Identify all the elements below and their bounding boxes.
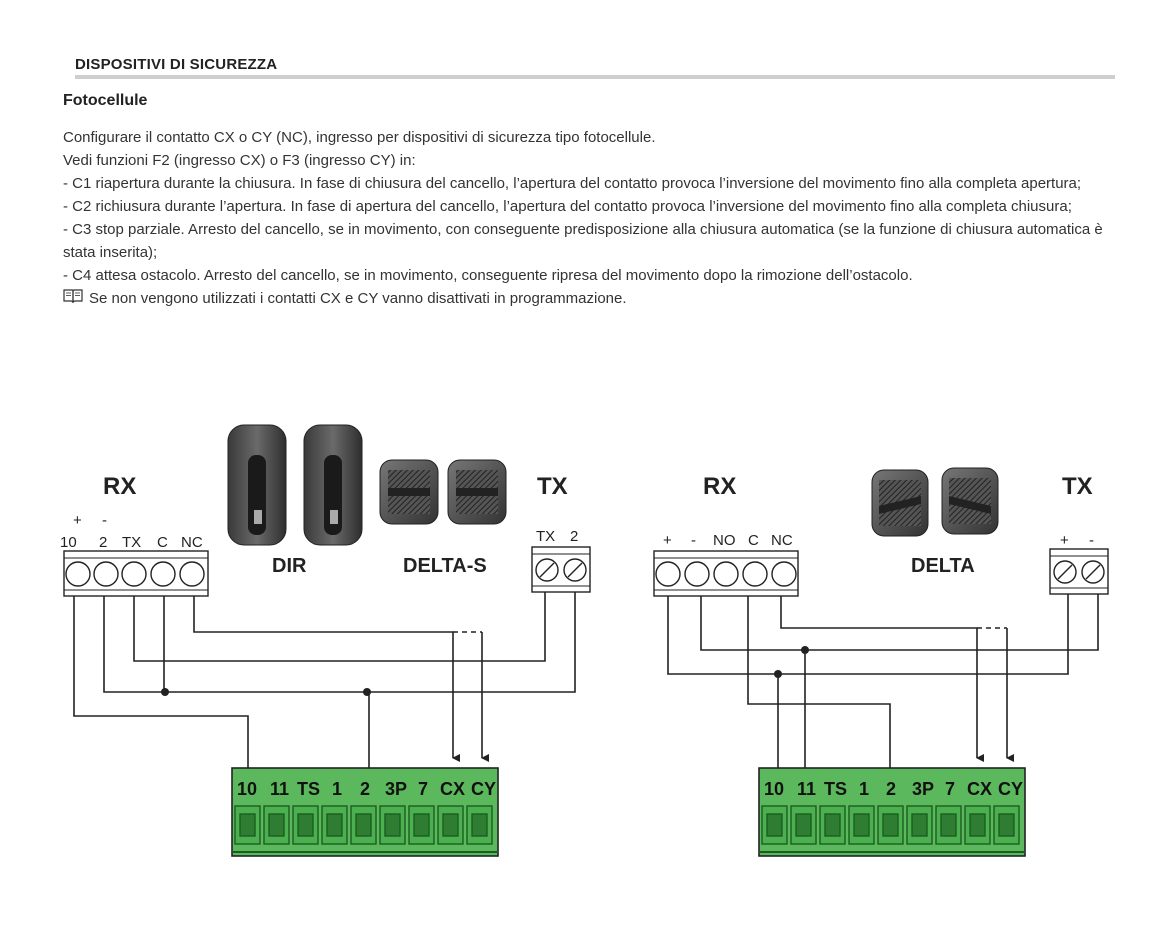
right-board-term-cx: CX xyxy=(967,779,992,799)
right-board-term-1: 1 xyxy=(859,779,869,799)
left-board-term-10: 10 xyxy=(237,779,257,799)
left-board-term-7: 7 xyxy=(418,779,428,799)
text-line-2: Vedi funzioni F2 (ingresso CX) o F3 (ing… xyxy=(63,152,416,169)
right-rx-term-minus: - xyxy=(691,532,696,549)
right-tx-terminal-labels: + - xyxy=(1060,532,1094,549)
section-title: DISPOSITIVI DI SICUREZZA xyxy=(75,56,1115,79)
text-line-4: - C2 richiusura durante l’apertura. In f… xyxy=(63,198,1072,215)
right-rx-label: RX xyxy=(703,473,736,500)
left-tx-terminal-block xyxy=(531,546,591,593)
left-board-term-1: 1 xyxy=(332,779,342,799)
note-text: Se non vengono utilizzati i contatti CX … xyxy=(89,290,627,307)
left-rx-minus: - xyxy=(102,512,107,529)
right-board-term-3p: 3P xyxy=(912,779,934,799)
note-line: Se non vengono utilizzati i contatti CX … xyxy=(63,287,1123,310)
left-tx-term-tx: TX xyxy=(536,528,555,545)
delta-s-label: DELTA-S xyxy=(403,555,487,577)
body-text: Configurare il contatto CX o CY (NC), in… xyxy=(63,126,1123,310)
delta-label: DELTA xyxy=(911,555,975,577)
delta-photocell-icon xyxy=(871,467,999,537)
right-wires xyxy=(667,594,1099,768)
right-rx-terminal-block xyxy=(653,550,799,597)
left-rx-term-tx: TX xyxy=(122,534,141,551)
right-board-term-2: 2 xyxy=(886,779,896,799)
left-tx-term-2: 2 xyxy=(570,528,578,545)
text-line-1: Configurare il contatto CX o CY (NC), in… xyxy=(63,129,656,146)
text-line-5: - C3 stop parziale. Arresto del cancello… xyxy=(63,221,1103,261)
left-rx-plus: + xyxy=(73,512,82,529)
left-board-term-3p: 3P xyxy=(385,779,407,799)
right-rx-term-c: C xyxy=(748,532,759,549)
left-rx-label: RX xyxy=(103,473,136,500)
left-board-term-2: 2 xyxy=(360,779,370,799)
right-rx-term-nc: NC xyxy=(771,532,793,549)
right-board-term-ts: TS xyxy=(824,779,847,799)
right-tx-term-minus: - xyxy=(1089,532,1094,549)
left-board-term-cy: CY xyxy=(471,779,496,799)
right-tx-term-plus: + xyxy=(1060,532,1069,549)
left-rx-terminal-block xyxy=(63,550,209,597)
right-board-term-7: 7 xyxy=(945,779,955,799)
left-rx-term-2: 2 xyxy=(99,534,107,551)
right-rx-term-no: NO xyxy=(713,532,736,549)
left-board-term-ts: TS xyxy=(297,779,320,799)
right-board-term-cy: CY xyxy=(998,779,1023,799)
left-control-board-terminals: 10 11 TS 1 2 3P 7 CX CY xyxy=(231,767,499,857)
left-tx-terminal-labels: TX 2 xyxy=(536,528,578,545)
right-control-board-terminals: 10 11 TS 1 2 3P 7 CX CY xyxy=(758,767,1026,857)
right-board-term-11: 11 xyxy=(797,779,816,799)
right-board-term-10: 10 xyxy=(764,779,784,799)
right-rx-terminal-labels: + - NO C NC xyxy=(663,532,793,549)
right-tx-label: TX xyxy=(1062,473,1093,500)
left-board-term-cx: CX xyxy=(440,779,465,799)
delta-s-photocell-icon xyxy=(379,459,507,525)
left-rx-term-nc: NC xyxy=(181,534,203,551)
subtitle: Fotocellule xyxy=(63,92,148,109)
text-line-6: - C4 attesa ostacolo. Arresto del cancel… xyxy=(63,267,913,284)
dir-label: DIR xyxy=(272,555,307,577)
left-rx-terminal-labels: 10 2 TX C NC xyxy=(60,534,203,551)
dir-photocell-icon xyxy=(227,424,363,546)
book-icon xyxy=(63,287,83,310)
right-tx-terminal-block xyxy=(1049,548,1109,595)
text-line-3: - C1 riapertura durante la chiusura. In … xyxy=(63,175,1082,192)
left-wires xyxy=(73,592,576,768)
left-tx-label: TX xyxy=(537,473,568,500)
right-rx-term-plus: + xyxy=(663,532,672,549)
left-board-term-11: 11 xyxy=(270,779,289,799)
left-rx-term-10: 10 xyxy=(60,534,77,551)
left-rx-term-c: C xyxy=(157,534,168,551)
